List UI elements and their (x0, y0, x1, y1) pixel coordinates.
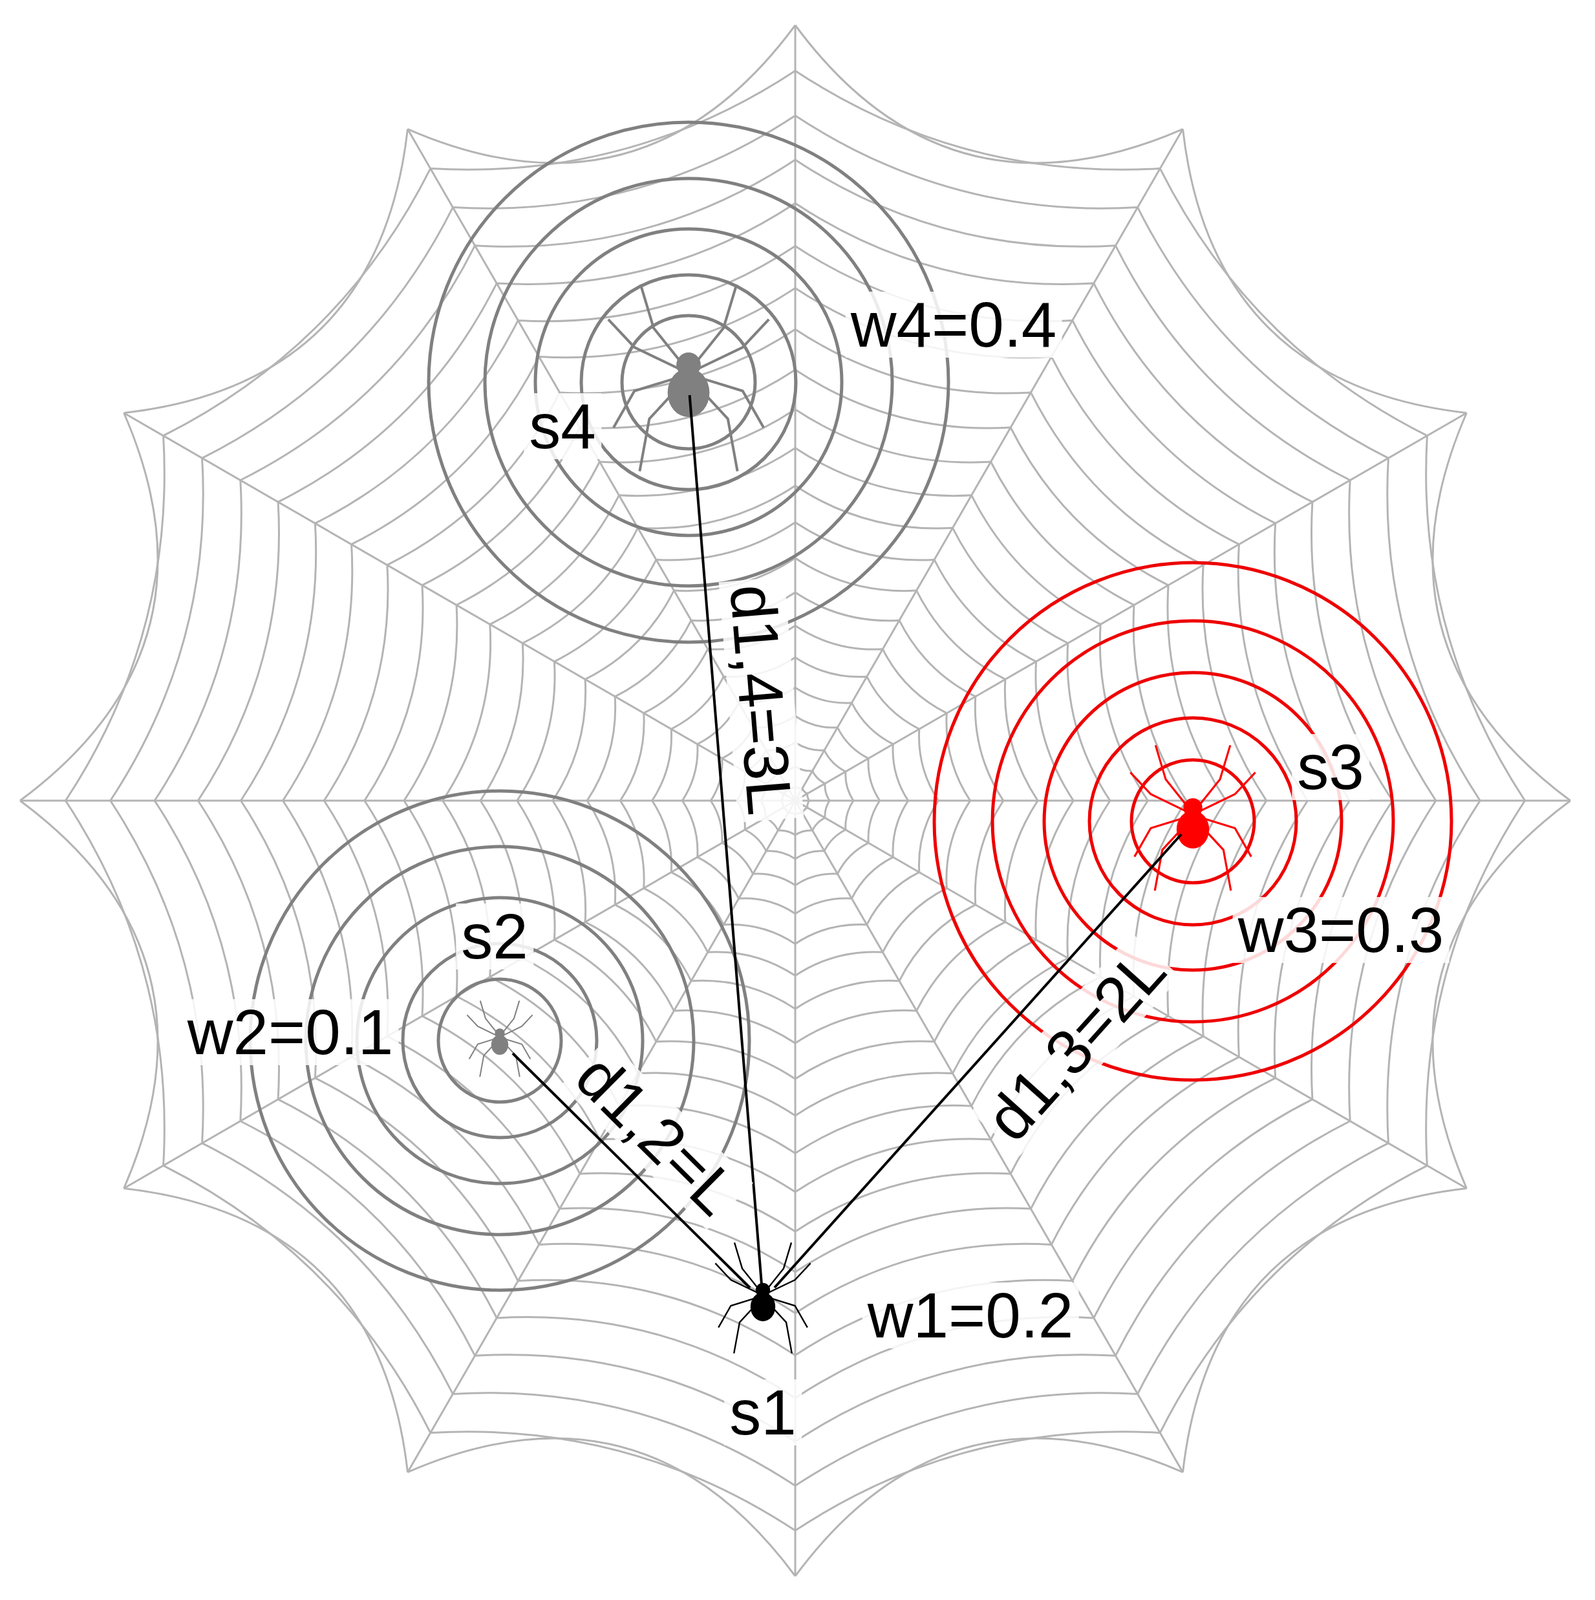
web-ring (323, 329, 1267, 1272)
spider-leg (503, 1014, 533, 1035)
distance-line (774, 834, 1182, 1288)
spider-leg (734, 1241, 760, 1289)
spider-node: s1w1=0.2 (749, 1287, 776, 1314)
vibration-ring (621, 315, 756, 449)
spider-label: s4 (523, 393, 602, 460)
vibration-ring (1131, 759, 1255, 883)
spider-label: s3 (1291, 733, 1370, 800)
spider-leg (768, 1262, 811, 1293)
web-ring (20, 25, 1571, 1576)
distance-label: d1,2=L (560, 1037, 754, 1230)
web-radial (795, 129, 1184, 801)
web-ring (517, 522, 1074, 1079)
web-ring (480, 485, 1111, 1116)
spider-leg (1130, 771, 1186, 811)
spider-leg (502, 1000, 520, 1033)
vibration-ring (1089, 717, 1297, 925)
vibration-ring (484, 178, 893, 586)
spider-node: s2w2=0.1 (486, 1027, 513, 1054)
web-ring (241, 246, 1350, 1356)
web-radial (20, 799, 796, 802)
spider-leg (640, 284, 682, 364)
web-ring (154, 159, 1436, 1442)
weight-label: w2=0.1 (182, 998, 399, 1065)
spider-leg (608, 319, 681, 370)
spider-leg (697, 319, 770, 370)
spider-leg (1199, 771, 1256, 811)
web-radial (795, 413, 1467, 802)
spider-leg (1198, 744, 1230, 807)
vibration-ring (934, 562, 1452, 1080)
spider-leg (1155, 744, 1188, 807)
spider-label: s2 (455, 903, 534, 970)
spider-icon (466, 1000, 533, 1077)
weight-label: w3=0.3 (1232, 896, 1450, 963)
spider-head (494, 1027, 505, 1038)
web (20, 25, 1571, 1576)
vibration-ring (535, 228, 842, 536)
web-ring (404, 409, 1187, 1192)
distance-line-stroke (774, 834, 1182, 1288)
vibration-ring (581, 274, 796, 490)
spider-label: s1 (724, 1379, 802, 1446)
vibration-ring (428, 122, 949, 643)
spider-icon (608, 284, 769, 472)
spider-head (1183, 797, 1202, 817)
web-radial (794, 800, 797, 1576)
spider-leg (466, 1014, 496, 1035)
spider-node: s3w3=0.3 (1179, 808, 1206, 835)
web-radial (795, 800, 1467, 1189)
web-radial (795, 800, 1184, 1472)
spider-node: s4w4=0.4 (675, 369, 702, 396)
web-ring (110, 115, 1481, 1486)
web-ring (364, 369, 1226, 1232)
distance-label: d1,4=3L (718, 576, 804, 823)
web-radial (794, 25, 797, 801)
web-ring (65, 70, 1525, 1530)
weight-label: w4=0.4 (845, 291, 1063, 358)
distance-label: d1,3=2L (969, 932, 1180, 1157)
spider-head (676, 352, 701, 377)
spider-leg (480, 1000, 498, 1033)
spider-icon (715, 1241, 811, 1353)
spider-leg (695, 284, 738, 364)
weight-label: w1=0.2 (862, 1282, 1080, 1349)
spider-leg (715, 1262, 758, 1293)
